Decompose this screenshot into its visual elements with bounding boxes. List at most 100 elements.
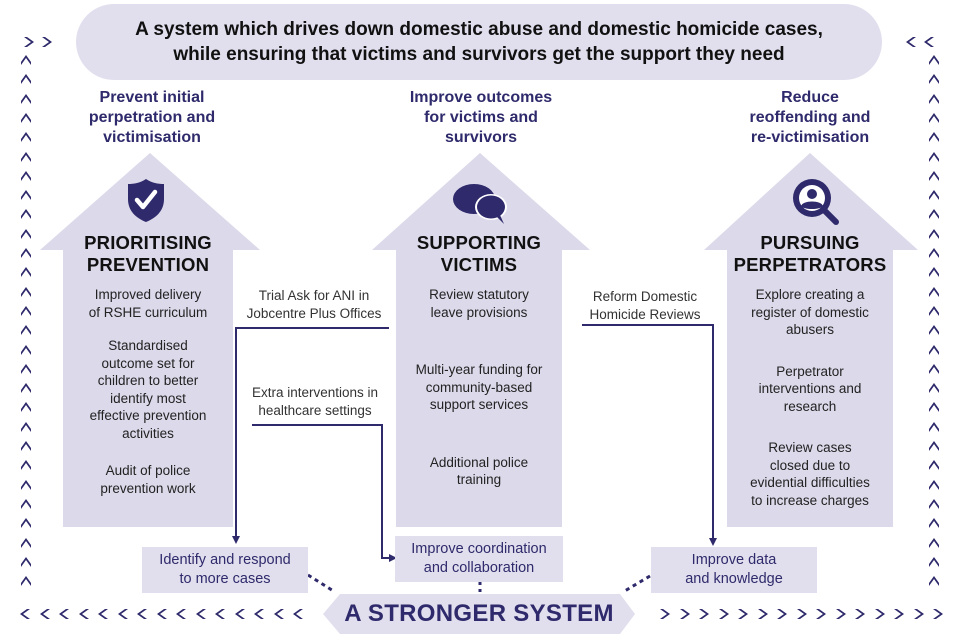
chevron-left-icon bbox=[195, 609, 206, 619]
chevron-up-icon bbox=[929, 499, 939, 509]
goal-line: for victims and bbox=[424, 109, 538, 126]
shield-check-icon bbox=[128, 179, 164, 222]
chevron-up-icon bbox=[21, 557, 31, 567]
chevron-right-icon bbox=[816, 609, 826, 619]
chevron-left-icon bbox=[176, 609, 186, 619]
chevron-up-icon bbox=[929, 94, 939, 104]
pillar-title-line: PREVENTION bbox=[86, 254, 210, 275]
chevron-up-icon bbox=[929, 171, 939, 181]
chevron-left-icon bbox=[137, 609, 147, 619]
chevron-up-icon bbox=[929, 209, 939, 219]
chevron-up-icon bbox=[929, 345, 939, 355]
chevron-up-icon bbox=[929, 460, 939, 470]
speech-bubbles-icon bbox=[453, 184, 507, 224]
chevron-up-icon bbox=[929, 441, 939, 451]
chevron-up-icon bbox=[21, 402, 31, 412]
chevron-up-icon bbox=[929, 576, 939, 586]
chevron-right-icon bbox=[699, 609, 709, 619]
chevron-left-icon bbox=[293, 609, 303, 619]
vision-line-2: while ensuring that victims and survivor… bbox=[173, 44, 785, 65]
chevron-left-icon bbox=[156, 609, 167, 619]
chevron-up-icon bbox=[929, 538, 939, 548]
chevron-left-icon bbox=[59, 609, 69, 619]
chevron-up-icon bbox=[929, 422, 939, 432]
chevron-up-icon bbox=[21, 325, 31, 335]
chevron-up-icon bbox=[929, 132, 939, 142]
chevron-up-icon bbox=[21, 538, 31, 548]
chevron-up-icon bbox=[21, 94, 31, 104]
goal-line: Prevent initial bbox=[99, 89, 205, 106]
chevron-up-icon bbox=[21, 306, 31, 316]
chevron-up-icon bbox=[929, 480, 939, 490]
chevron-right-icon bbox=[738, 609, 748, 619]
pillar-title-line: PURSUING bbox=[760, 232, 860, 253]
chevron-up-icon bbox=[21, 499, 31, 509]
goal-line: Improve outcomes bbox=[409, 89, 553, 106]
chevron-up-icon bbox=[21, 248, 31, 258]
chevron-left-icon bbox=[273, 609, 284, 619]
chevron-up-icon bbox=[21, 345, 31, 355]
chevron-up-icon bbox=[929, 383, 939, 393]
goal-line: reoffending and bbox=[749, 109, 871, 126]
chevron-left-icon bbox=[215, 609, 225, 619]
chevron-left-icon bbox=[39, 609, 50, 619]
vision-banner: A system which drives down domestic abus… bbox=[76, 4, 882, 80]
chevron-up-icon bbox=[21, 576, 31, 586]
chevron-up-icon bbox=[929, 190, 939, 200]
goal-line: Reduce bbox=[781, 89, 839, 106]
chevron-up-icon bbox=[929, 113, 939, 123]
chevron-up-icon bbox=[21, 190, 31, 200]
pillar-prevention-shape bbox=[40, 153, 260, 527]
chevron-up-icon bbox=[21, 287, 31, 297]
chevron-up-icon bbox=[929, 306, 939, 316]
chevron-up-icon bbox=[21, 267, 31, 277]
dotted-link-data bbox=[622, 574, 651, 594]
chevron-right-icon bbox=[679, 609, 690, 619]
chevron-up-icon bbox=[21, 209, 31, 219]
chevron-up-icon bbox=[929, 557, 939, 567]
chevron-right-icon bbox=[24, 37, 34, 47]
magnifier-person-icon bbox=[793, 179, 839, 225]
chevron-up-icon bbox=[929, 248, 939, 258]
chevron-up-icon bbox=[929, 325, 939, 335]
goal-prevent: Prevent initial perpetration and victimi… bbox=[52, 88, 252, 148]
goal-line: victimisation bbox=[103, 129, 201, 146]
chevron-up-icon bbox=[21, 422, 31, 432]
chevron-right-icon bbox=[933, 609, 943, 619]
chevron-right-icon bbox=[855, 609, 865, 619]
chevron-left-icon bbox=[906, 37, 916, 47]
connector-dhr-to-data bbox=[582, 324, 717, 546]
chevron-up-icon bbox=[21, 55, 31, 65]
pillar-title-victims: SUPPORTING VICTIMS bbox=[396, 232, 562, 276]
chevron-up-icon bbox=[21, 113, 31, 123]
goal-line: re-victimisation bbox=[750, 129, 870, 146]
connector-healthcare-to-coordination bbox=[252, 424, 397, 562]
chevron-right-icon bbox=[42, 37, 52, 47]
chevron-left-icon bbox=[20, 609, 30, 619]
chevron-right-icon bbox=[757, 609, 768, 619]
chevron-right-icon bbox=[660, 609, 670, 619]
pillar-title-line: SUPPORTING bbox=[416, 232, 542, 253]
stronger-system-label: A STRONGER SYSTEM bbox=[344, 600, 614, 627]
chevron-up-icon bbox=[929, 267, 939, 277]
chevron-left-icon bbox=[78, 609, 89, 619]
connector-ani-to-identify bbox=[232, 327, 389, 544]
stronger-system-badge: A STRONGER SYSTEM bbox=[323, 594, 635, 634]
chevron-right-icon bbox=[913, 609, 924, 619]
chevron-up-icon bbox=[21, 152, 31, 162]
pillar-perpetrators-shape bbox=[704, 153, 918, 527]
chevron-left-icon bbox=[234, 609, 245, 619]
